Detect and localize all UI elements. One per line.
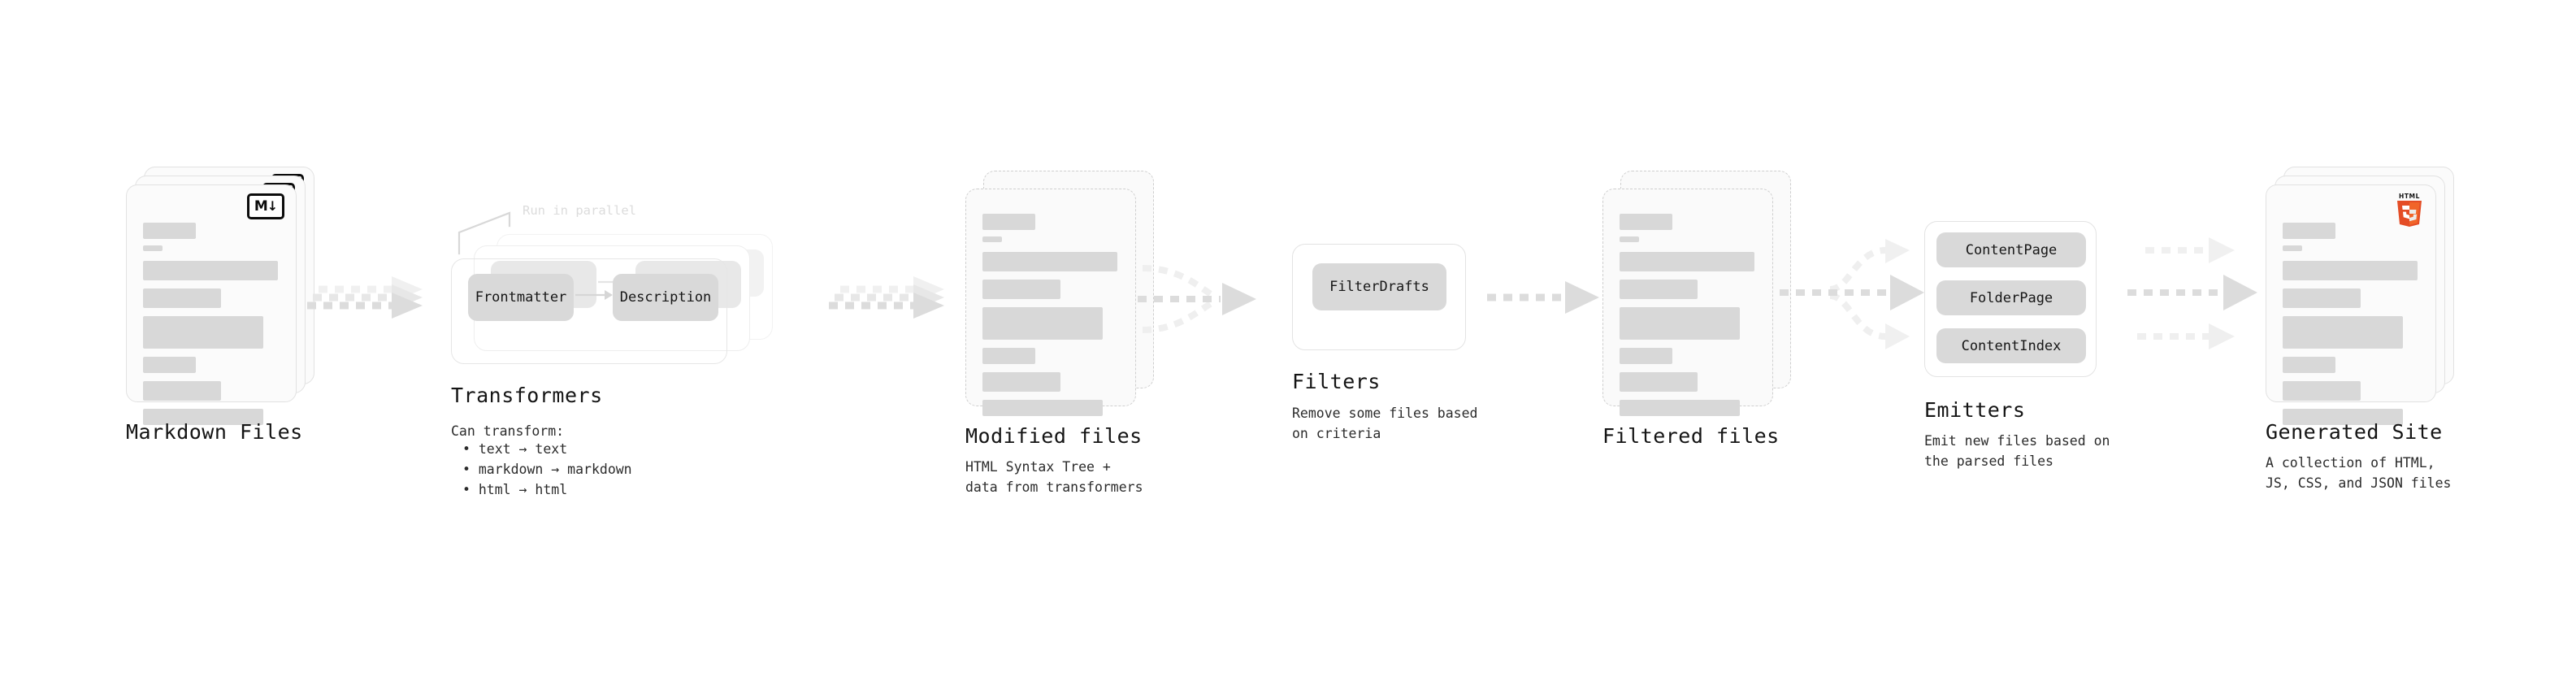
run-in-parallel-label: Run in parallel	[523, 203, 636, 218]
emitters-panel: ContentPage FolderPage ContentIndex	[1924, 221, 2097, 377]
arrow-filtered-to-emitters	[1780, 229, 1926, 375]
transformer-panel-front: Frontmatter Description	[451, 258, 727, 364]
emitter-pill-folderpage[interactable]: FolderPage	[1936, 280, 2086, 315]
run-in-parallel-bracket	[458, 211, 511, 255]
transformers-bullet-0-label: text → text	[478, 441, 568, 457]
arrow-markdown-to-transformers	[307, 268, 445, 333]
stage-markdown-files: M↓ M↓ M↓	[126, 167, 314, 444]
filtered-files-title: Filtered files	[1602, 424, 1780, 448]
markdown-files-title: Markdown Files	[126, 420, 303, 444]
transformer-pill-frontmatter-label: Frontmatter	[475, 289, 567, 306]
svg-text:HTML: HTML	[2399, 193, 2420, 200]
arrow-transformers-to-modified	[829, 268, 967, 333]
modified-files-description: HTML Syntax Tree + data from transformer…	[965, 459, 1143, 496]
emitter-pill-contentindex-label: ContentIndex	[1961, 337, 2062, 354]
site-card-placeholder-lines	[2283, 223, 2421, 432]
transformer-pill-frontmatter[interactable]: Frontmatter	[468, 274, 574, 321]
transformers-title: Transformers	[451, 384, 603, 407]
stage-modified-files: Modified files HTML Syntax Tree + data f…	[965, 171, 1154, 495]
arrow-filters-to-filtered	[1487, 276, 1617, 325]
filtered-card-front	[1602, 189, 1773, 416]
html5-logo-icon: HTML	[2397, 193, 2422, 227]
emitter-pill-contentindex[interactable]: ContentIndex	[1936, 328, 2086, 363]
filters-panel: FilterDrafts	[1292, 244, 1466, 350]
transformers-bullet-0: • text → text	[462, 441, 568, 457]
stage-filtered-files: Filtered files	[1602, 171, 1791, 448]
transformer-inner-arrow	[575, 290, 613, 300]
transformers-bullet-2-label: html → html	[478, 482, 568, 497]
transformer-pill-description-label: Description	[619, 289, 712, 306]
stage-generated-site: CSS HTML	[2266, 167, 2454, 491]
filters-title: Filters	[1292, 370, 1381, 393]
emitters-description: Emit new files based on the parsed files	[1924, 433, 2110, 470]
emitter-pill-folderpage-label: FolderPage	[1969, 289, 2053, 306]
transformers-description: Can transform:	[451, 423, 565, 439]
markdown-card-front: M↓	[126, 184, 297, 425]
transformers-bullet-2: • html → html	[462, 482, 568, 497]
filter-pill-filterdrafts-label: FilterDrafts	[1329, 279, 1429, 295]
transformer-pill-description[interactable]: Description	[613, 274, 718, 321]
markdown-icon: M↓	[247, 193, 284, 219]
arrow-modified-to-filters	[1138, 254, 1284, 351]
emitter-pill-contentpage[interactable]: ContentPage	[1936, 232, 2086, 267]
filtered-card-placeholder-lines	[1620, 214, 1758, 423]
generated-site-description: A collection of HTML, JS, CSS, and JSON …	[2266, 455, 2452, 492]
modified-card-front	[965, 189, 1136, 416]
transformers-bullet-1: • markdown → markdown	[462, 462, 632, 477]
emitters-title: Emitters	[1924, 398, 2026, 422]
generated-site-title: Generated Site	[2266, 420, 2443, 444]
emitter-pill-contentpage-label: ContentPage	[1965, 241, 2058, 258]
transformers-bullet-1-label: markdown → markdown	[478, 462, 632, 477]
site-card-front: HTML	[2266, 184, 2436, 425]
filter-pill-filterdrafts[interactable]: FilterDrafts	[1312, 263, 1446, 310]
filters-description: Remove some files based on criteria	[1292, 406, 1478, 442]
modified-files-title: Modified files	[965, 424, 1143, 448]
arrow-emitters-to-site	[2113, 229, 2259, 375]
modified-card-placeholder-lines	[982, 214, 1121, 423]
markdown-card-placeholder-lines	[143, 223, 281, 432]
